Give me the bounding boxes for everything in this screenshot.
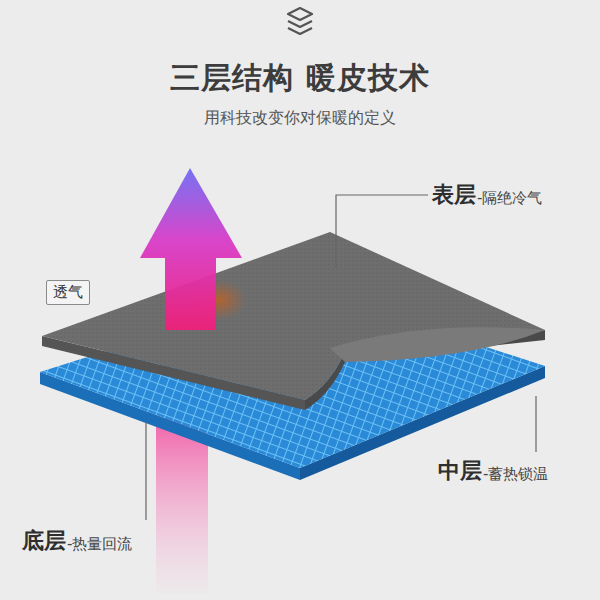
leader-line bbox=[535, 396, 536, 452]
leader-line bbox=[336, 195, 428, 268]
title: 三层结构 暖皮技术 bbox=[170, 58, 429, 99]
layers-icon bbox=[288, 8, 312, 34]
layer-function: -隔绝冷气 bbox=[477, 189, 542, 208]
leader-line bbox=[145, 422, 146, 520]
box-label: 透气 bbox=[53, 283, 83, 302]
surface-layer bbox=[42, 232, 545, 410]
breathable-arrow bbox=[140, 168, 242, 330]
layer-function: -蓄热锁温 bbox=[483, 465, 548, 484]
label-box: 透气 bbox=[46, 280, 90, 305]
subtitle: 用科技改变你对保暖的定义 bbox=[204, 108, 396, 129]
layer-name: 底层 bbox=[22, 526, 66, 556]
air-stream bbox=[156, 418, 208, 593]
layer-function: -热量回流 bbox=[67, 535, 132, 554]
layer-name: 中层 bbox=[438, 456, 482, 486]
layer-name: 表层 bbox=[432, 180, 476, 210]
